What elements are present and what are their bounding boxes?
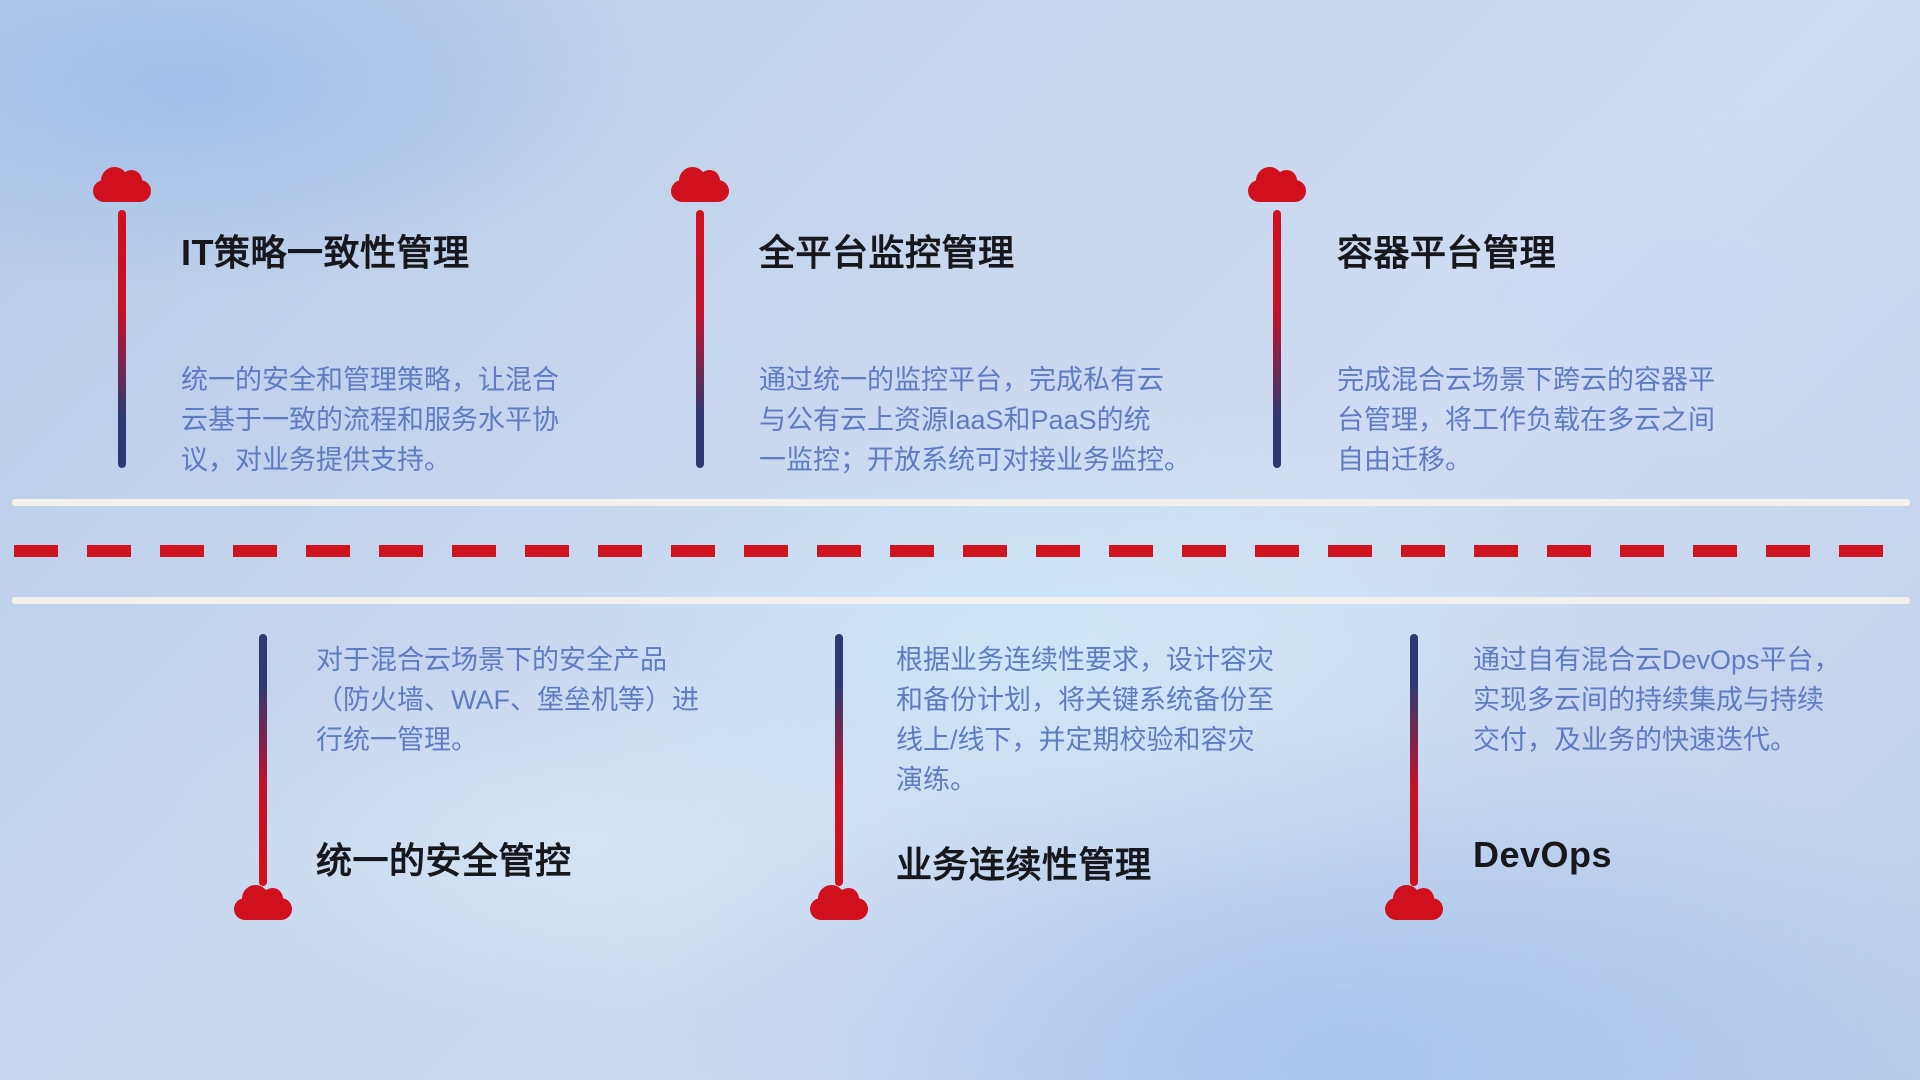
feature-title-it-policy: IT策略一致性管理 — [181, 232, 470, 273]
feature-title-continuity: 业务连续性管理 — [896, 844, 1152, 885]
feature-description-devops: 通过自有混合云DevOps平台， 实现多云间的持续集成与持续 交付，及业务的快速… — [1473, 645, 1841, 755]
connector-line — [696, 210, 704, 468]
feature-title-devops: DevOps — [1473, 834, 1613, 875]
cloud-icon — [671, 167, 729, 202]
feature-title-container: 容器平台管理 — [1337, 232, 1557, 273]
road-line-top — [12, 499, 1910, 506]
cloud-icon — [810, 885, 868, 920]
connector-line — [835, 634, 843, 886]
connector-line — [259, 634, 267, 886]
connector-line — [1410, 634, 1418, 886]
feature-description-security: 对于混合云场景下的安全产品 （防火墙、WAF、堡垒机等）进 行统一管理。 — [316, 645, 699, 755]
connector-line — [1273, 210, 1281, 468]
road-line-bottom — [12, 597, 1910, 604]
feature-description-container: 完成混合云场景下跨云的容器平 台管理，将工作负载在多云之间 自由迁移。 — [1337, 365, 1715, 475]
connector-line — [118, 210, 126, 468]
feature-title-monitoring: 全平台监控管理 — [759, 232, 1015, 273]
cloud-icon — [234, 885, 292, 920]
feature-description-continuity: 根据业务连续性要求，设计容灾 和备份计划，将关键系统备份至 线上/线下，并定期校… — [896, 645, 1274, 795]
cloud-icon — [93, 167, 151, 202]
feature-description-monitoring: 通过统一的监控平台，完成私有云 与公有云上资源IaaS和PaaS的统 一监控；开… — [759, 365, 1191, 475]
cloud-icon — [1385, 885, 1443, 920]
feature-title-security: 统一的安全管控 — [316, 840, 572, 881]
road-divider-dashed — [14, 545, 1906, 557]
cloud-icon — [1248, 167, 1306, 202]
feature-description-it-policy: 统一的安全和管理策略，让混合 云基于一致的流程和服务水平协 议，对业务提供支持。 — [181, 365, 559, 475]
